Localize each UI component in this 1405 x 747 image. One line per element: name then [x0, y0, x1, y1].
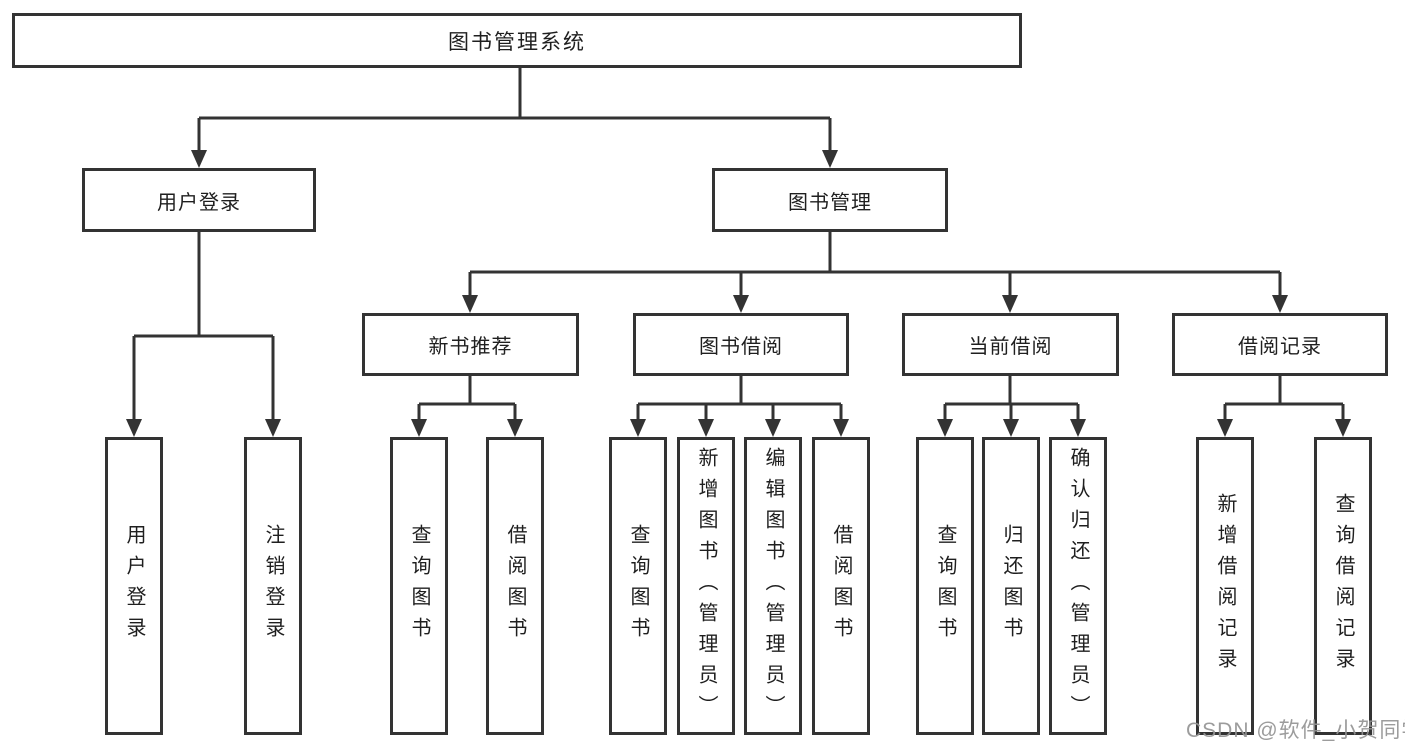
leaf-add-borrow-record-label: 新增借阅记录: [1214, 493, 1236, 679]
leaf-add-borrow-record: 新增借阅记录: [1196, 437, 1254, 735]
leaf-user-login-label: 用户登录: [123, 524, 145, 648]
node-root-label: 图书管理系统: [448, 30, 586, 54]
node-current-borrow: 当前借阅: [902, 313, 1119, 376]
leaf-add-books-admin-label: 新增图书（管理员）: [695, 446, 717, 726]
leaf-borrow-books-label: 借阅图书: [830, 524, 852, 648]
leaf-return-books-label: 归还图书: [1000, 524, 1022, 648]
leaf-query-books-borrow-label: 查询图书: [627, 524, 649, 648]
csdn-watermark: CSDN @软件_小贺同学: [1186, 719, 1405, 742]
node-book-borrow: 图书借阅: [633, 313, 849, 376]
leaf-edit-books-admin-label: 编辑图书（管理员）: [762, 446, 784, 726]
leaf-query-books-current: 查询图书: [916, 437, 974, 735]
leaf-query-books-borrow: 查询图书: [609, 437, 667, 735]
node-current-borrow-label: 当前借阅: [968, 336, 1053, 358]
node-new-book-recommend: 新书推荐: [362, 313, 579, 376]
leaf-logout-label: 注销登录: [262, 524, 284, 648]
leaf-query-books-recommend: 查询图书: [390, 437, 448, 735]
node-book-management-label: 图书管理: [788, 191, 872, 214]
leaf-query-books-recommend-label: 查询图书: [408, 524, 430, 648]
node-book-management: 图书管理: [712, 168, 948, 232]
leaf-edit-books-admin: 编辑图书（管理员）: [744, 437, 802, 735]
leaf-borrow-books-recommend: 借阅图书: [486, 437, 544, 735]
leaf-query-books-current-label: 查询图书: [934, 524, 956, 648]
leaf-user-login: 用户登录: [105, 437, 163, 735]
node-new-book-recommend-label: 新书推荐: [428, 336, 513, 358]
leaf-query-borrow-record: 查询借阅记录: [1314, 437, 1372, 735]
leaf-query-borrow-record-label: 查询借阅记录: [1332, 493, 1354, 679]
node-user-login: 用户登录: [82, 168, 316, 232]
node-borrow-records-label: 借阅记录: [1238, 336, 1322, 358]
node-root: 图书管理系统: [12, 13, 1022, 68]
leaf-confirm-return-admin: 确认归还（管理员）: [1049, 437, 1107, 735]
leaf-borrow-books-recommend-label: 借阅图书: [504, 524, 526, 648]
node-user-login-label: 用户登录: [157, 191, 241, 214]
arrowheads: [126, 150, 1351, 437]
leaf-return-books: 归还图书: [982, 437, 1040, 735]
leaf-borrow-books: 借阅图书: [812, 437, 870, 735]
node-borrow-records: 借阅记录: [1172, 313, 1388, 376]
leaf-add-books-admin: 新增图书（管理员）: [677, 437, 735, 735]
leaf-logout: 注销登录: [244, 437, 302, 735]
leaf-confirm-return-admin-label: 确认归还（管理员）: [1067, 446, 1089, 726]
node-book-borrow-label: 图书借阅: [699, 336, 783, 358]
